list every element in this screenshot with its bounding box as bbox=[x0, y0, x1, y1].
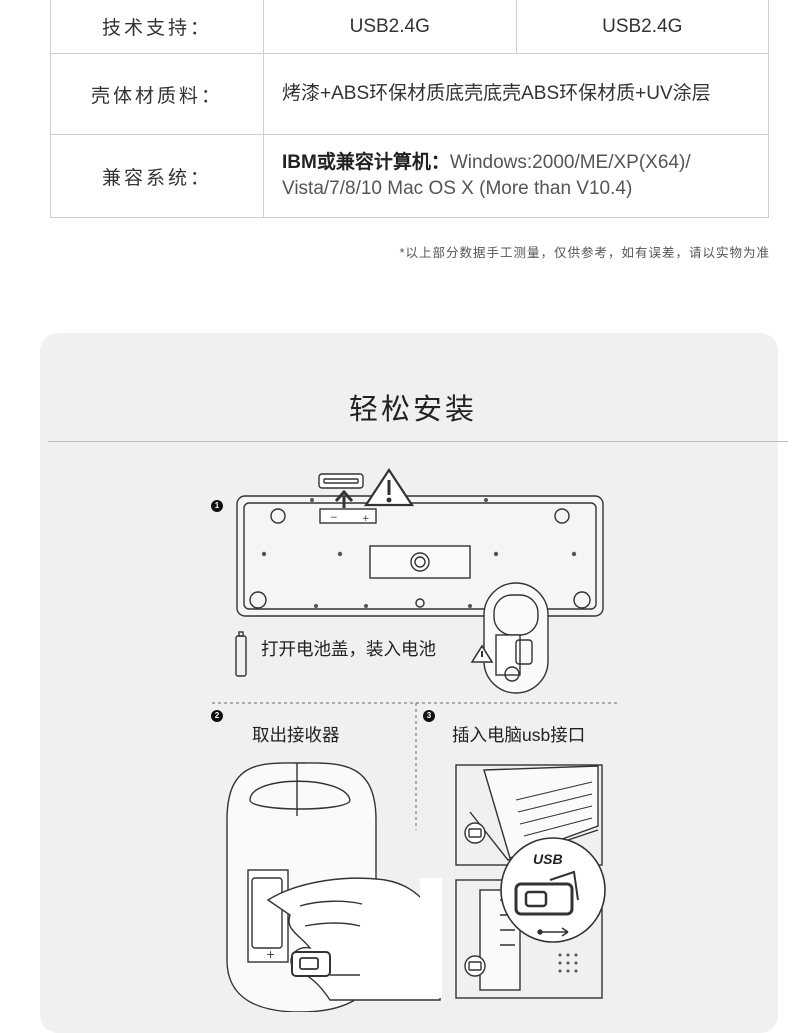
usb-receiver-icon bbox=[500, 837, 606, 943]
battery-icon bbox=[235, 631, 247, 677]
spec-value-right: USB2.4G bbox=[515, 0, 769, 54]
usb-label: USB bbox=[533, 851, 563, 867]
compat-text: Windows:2000/ME/XP(X64)/ Vista/7/8/10 Ma… bbox=[282, 152, 691, 199]
desktop-illustration bbox=[455, 879, 603, 999]
step-number-3: 3 bbox=[423, 710, 435, 722]
step-text-2: 取出接收器 bbox=[252, 725, 340, 745]
spec-label: 兼容系统： bbox=[50, 134, 264, 218]
spec-row-tech: 技术支持： USB2.4G USB2.4G bbox=[50, 0, 769, 54]
svg-text:−: − bbox=[330, 513, 338, 523]
mouse-battery-illustration bbox=[470, 582, 549, 694]
step-number-1: 1 bbox=[211, 500, 223, 512]
disclaimer-note: *以上部分数据手工测量，仅供参考，如有误差，请以实物为准 bbox=[399, 246, 770, 260]
spec-value: IBM或兼容计算机：Windows:2000/ME/XP(X64)/ Vista… bbox=[263, 134, 769, 218]
spec-value-left: USB2.4G bbox=[263, 0, 516, 54]
material-text: 烤漆+ABS环保材质底壳底壳ABS环保材质+UV涂层 bbox=[282, 83, 711, 104]
spec-row-material: 壳体材质料： 烤漆+ABS环保材质底壳底壳ABS环保材质+UV涂层 bbox=[50, 53, 769, 135]
install-title: 轻松安装 bbox=[348, 394, 477, 426]
step-text-3: 插入电脑usb接口 bbox=[452, 725, 586, 745]
divider bbox=[48, 441, 788, 442]
install-illustration: − + bbox=[212, 467, 618, 1012]
spec-label: 技术支持： bbox=[50, 0, 264, 54]
spec-value: 烤漆+ABS环保材质底壳底壳ABS环保材质+UV涂层 bbox=[263, 53, 769, 135]
step-text-1: 打开电池盖，装入电池 bbox=[261, 639, 436, 659]
step-number-2: 2 bbox=[211, 710, 223, 722]
keyboard-illustration: − + bbox=[236, 467, 604, 617]
spec-label: 壳体材质料： bbox=[50, 53, 264, 135]
svg-text:+: + bbox=[266, 948, 275, 961]
mouse-receiver-illustration: + bbox=[226, 762, 442, 1012]
svg-text:+: + bbox=[362, 514, 370, 524]
spec-row-compat: 兼容系统： IBM或兼容计算机：Windows:2000/ME/XP(X64)/… bbox=[50, 134, 769, 218]
compat-bold: IBM或兼容计算机： bbox=[282, 152, 450, 173]
spec-table: 技术支持： USB2.4G USB2.4G 壳体材质料： 烤漆+ABS环保材质底… bbox=[50, 0, 769, 218]
